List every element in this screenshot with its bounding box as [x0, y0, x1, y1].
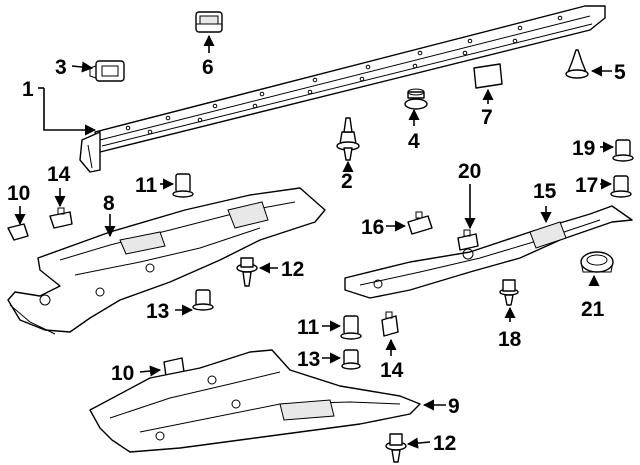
pad-part-7: [473, 63, 503, 89]
clip-part-14a: [49, 207, 73, 229]
callout-14-lower: 14: [380, 359, 404, 382]
callout-3: 3: [55, 56, 67, 79]
callout-1: 1: [22, 78, 34, 101]
clip-part-13a: [192, 289, 214, 311]
callout-7: 7: [481, 106, 493, 129]
clip-part-6: [195, 11, 223, 33]
callout-10-upper: 10: [7, 182, 30, 205]
rocker-molding: [79, 5, 606, 173]
callout-13-lower: 13: [297, 348, 320, 371]
grommet-part-21: [580, 251, 614, 273]
callout-19: 19: [572, 137, 595, 160]
callout-15: 15: [533, 180, 557, 203]
clip-part-11a: [172, 173, 194, 198]
callout-4: 4: [408, 130, 420, 153]
under-cover-part-8: [7, 187, 326, 335]
clip-part-10a: [7, 223, 29, 241]
callout-20: 20: [458, 160, 481, 183]
under-cover-part-15: [344, 205, 633, 299]
connector-part: [89, 60, 125, 82]
callout-5: 5: [614, 61, 626, 84]
clip-part-17: [610, 175, 632, 198]
callout-labels: 1 2 3 4 5 6 7 8 9 10 10 11 11 12 12 13 1…: [7, 56, 626, 455]
callout-12-upper: 12: [281, 258, 304, 281]
clip-part-11b: [340, 315, 362, 340]
callout-18: 18: [498, 328, 522, 351]
callout-11-lower: 11: [297, 316, 320, 339]
callout-12-lower: 12: [433, 432, 456, 455]
push-clip-part-5: [565, 49, 589, 79]
clip-part-13b: [341, 349, 361, 370]
clip-part-19: [612, 139, 634, 162]
clip-part-18: [499, 279, 519, 306]
bolt-clip-part-2: [336, 117, 360, 161]
clip-part-16: [407, 211, 433, 235]
callout-8: 8: [103, 192, 115, 215]
callout-2: 2: [341, 170, 353, 193]
callout-21: 21: [581, 298, 605, 321]
callout-10-lower: 10: [111, 362, 134, 385]
clip-part-14b: [381, 311, 399, 337]
clip-part-12b: [385, 433, 407, 463]
callout-14-upper: 14: [47, 163, 71, 186]
callout-6: 6: [202, 56, 214, 79]
callout-9: 9: [448, 395, 460, 418]
callout-16: 16: [361, 216, 384, 239]
clip-part-12a: [236, 257, 258, 287]
under-cover-part-9: [89, 349, 421, 453]
nut-part-4: [404, 88, 428, 110]
callout-17: 17: [575, 174, 598, 197]
callout-13-upper: 13: [146, 300, 169, 323]
clip-part-20: [457, 229, 479, 251]
callout-11-upper: 11: [135, 174, 158, 197]
leader-lines: [14, 34, 615, 449]
